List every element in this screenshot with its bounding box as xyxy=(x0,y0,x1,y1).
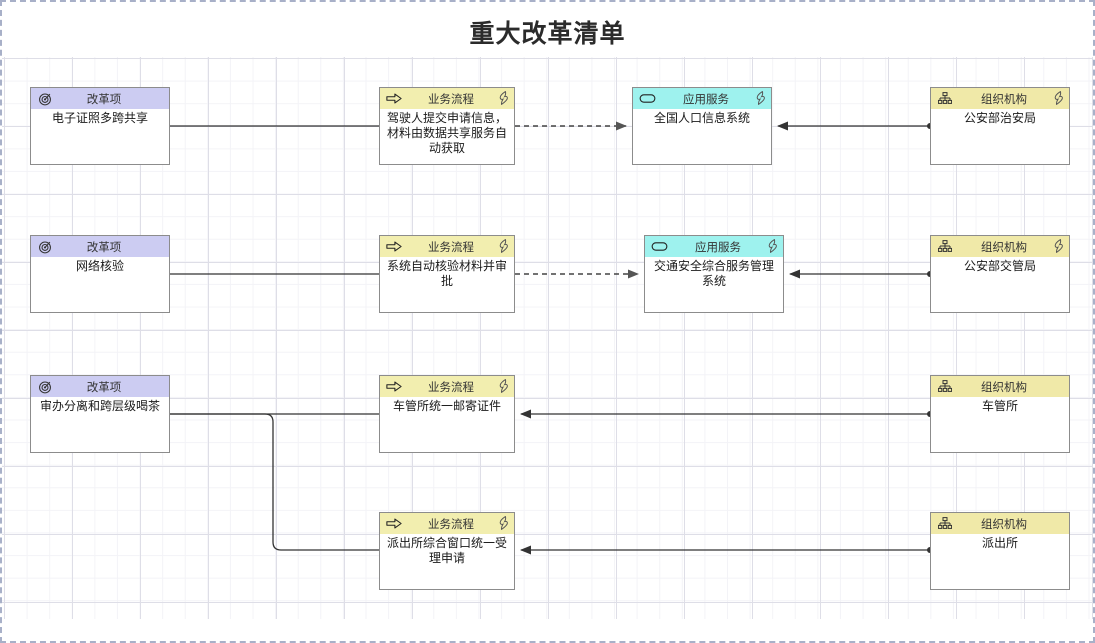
lightning-icon xyxy=(499,515,509,530)
node-appservice-1[interactable]: 应用服务全国人口信息系统 xyxy=(632,87,772,165)
node-reform-2[interactable]: 改革项网络核验 xyxy=(30,235,170,313)
node-header-process-3: 业务流程 xyxy=(380,376,514,397)
lightning-icon xyxy=(1054,238,1064,253)
org-chart-icon xyxy=(936,516,954,532)
lightning-icon xyxy=(499,378,509,393)
node-name: 系统自动核验材料并审批 xyxy=(386,259,507,288)
right-arrow-icon xyxy=(385,91,403,107)
rounded-rect-icon xyxy=(650,239,668,255)
node-header-appservice-2: 应用服务 xyxy=(645,236,783,257)
node-type-label: 业务流程 xyxy=(428,241,474,254)
node-name: 公安部治安局 xyxy=(963,111,1036,125)
lightning-icon xyxy=(1054,90,1064,105)
node-type-label: 组织机构 xyxy=(981,518,1027,531)
node-name: 审办分离和跨层级喝茶 xyxy=(39,399,160,413)
org-chart-icon xyxy=(936,239,954,255)
node-process-3[interactable]: 业务流程车管所统一邮寄证件 xyxy=(379,375,515,453)
node-header-process-2: 业务流程 xyxy=(380,236,514,257)
node-name: 全国人口信息系统 xyxy=(653,111,750,125)
lightning-icon xyxy=(756,90,766,105)
node-name: 公安部交管局 xyxy=(963,259,1036,273)
node-type-label: 业务流程 xyxy=(428,518,474,531)
node-name: 车管所 xyxy=(981,399,1018,413)
node-header-process-1: 业务流程 xyxy=(380,88,514,109)
node-header-process-4: 业务流程 xyxy=(380,513,514,534)
node-name: 车管所统一邮寄证件 xyxy=(392,399,501,413)
node-reform-3[interactable]: 改革项审办分离和跨层级喝茶 xyxy=(30,375,170,453)
node-header-reform-2: 改革项 xyxy=(31,236,169,257)
node-header-org-4: 组织机构 xyxy=(931,513,1069,534)
rounded-rect-icon xyxy=(638,91,656,107)
node-org-4[interactable]: 组织机构派出所 xyxy=(930,512,1070,590)
lightning-icon xyxy=(768,238,778,253)
node-process-1[interactable]: 业务流程驾驶人提交申请信息，材料由数据共享服务自动获取 xyxy=(379,87,515,165)
node-type-label: 改革项 xyxy=(86,381,122,394)
org-chart-icon xyxy=(936,379,954,395)
target-icon xyxy=(36,239,54,255)
node-org-1[interactable]: 组织机构公安部治安局 xyxy=(930,87,1070,165)
node-appservice-2[interactable]: 应用服务交通安全综合服务管理系统 xyxy=(644,235,784,313)
node-header-org-2: 组织机构 xyxy=(931,236,1069,257)
node-header-org-1: 组织机构 xyxy=(931,88,1069,109)
target-icon xyxy=(36,379,54,395)
node-name: 驾驶人提交申请信息，材料由数据共享服务自动获取 xyxy=(386,111,507,155)
org-chart-icon xyxy=(936,91,954,107)
node-name: 电子证照多跨共享 xyxy=(51,111,148,125)
node-type-label: 组织机构 xyxy=(981,381,1027,394)
lightning-icon xyxy=(499,238,509,253)
node-type-label: 组织机构 xyxy=(981,241,1027,254)
node-org-2[interactable]: 组织机构公安部交管局 xyxy=(930,235,1070,313)
right-arrow-icon xyxy=(385,379,403,395)
node-type-label: 业务流程 xyxy=(428,93,474,106)
node-name: 交通安全综合服务管理系统 xyxy=(653,259,774,288)
node-reform-1[interactable]: 改革项电子证照多跨共享 xyxy=(30,87,170,165)
target-icon xyxy=(36,91,54,107)
node-type-label: 改革项 xyxy=(86,241,122,254)
right-arrow-icon xyxy=(385,516,403,532)
node-type-label: 应用服务 xyxy=(683,93,729,106)
node-header-appservice-1: 应用服务 xyxy=(633,88,771,109)
node-process-4[interactable]: 业务流程派出所综合窗口统一受理申请 xyxy=(379,512,515,590)
node-type-label: 业务流程 xyxy=(428,381,474,394)
node-name: 派出所综合窗口统一受理申请 xyxy=(386,536,507,565)
node-org-3[interactable]: 组织机构车管所 xyxy=(930,375,1070,453)
node-type-label: 组织机构 xyxy=(981,93,1027,106)
node-type-label: 改革项 xyxy=(86,93,122,106)
page-title: 重大改革清单 xyxy=(469,19,626,48)
lightning-icon xyxy=(499,90,509,105)
node-name: 派出所 xyxy=(981,536,1018,550)
right-arrow-icon xyxy=(385,239,403,255)
node-header-org-3: 组织机构 xyxy=(931,376,1069,397)
node-name: 网络核验 xyxy=(75,259,124,273)
node-process-2[interactable]: 业务流程系统自动核验材料并审批 xyxy=(379,235,515,313)
node-header-reform-1: 改革项 xyxy=(31,88,169,109)
node-type-label: 应用服务 xyxy=(695,241,741,254)
node-header-reform-3: 改革项 xyxy=(31,376,169,397)
